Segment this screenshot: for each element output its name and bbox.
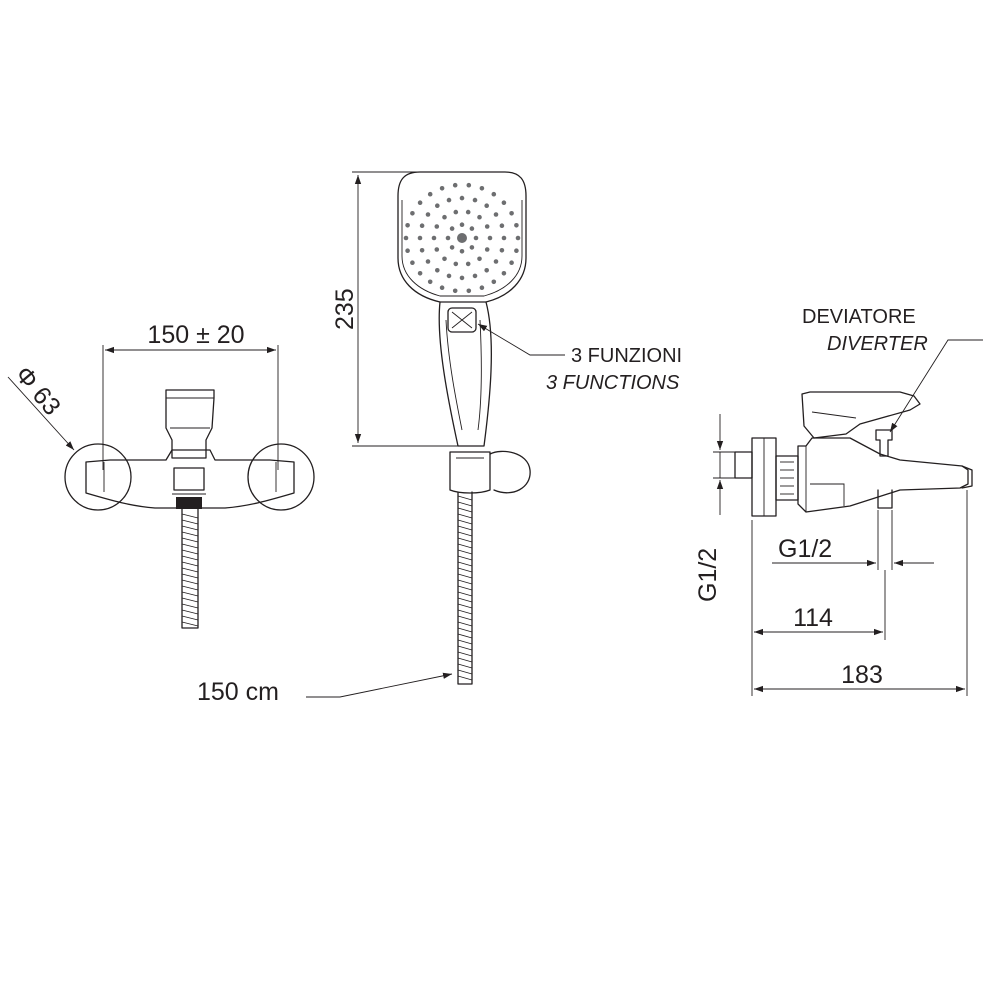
diverter-label-it: DEVIATORE: [802, 306, 916, 328]
diverter-label-en: DIVERTER: [827, 333, 928, 355]
inlet-thread-label: G1/2: [694, 548, 722, 602]
shower-height-label: 235: [331, 288, 359, 330]
depth-label: 114: [793, 604, 833, 632]
shower-hose-coils: [457, 495, 473, 681]
diverter-knob: [875, 429, 893, 457]
mixer-side-lever: [801, 391, 921, 439]
wall-flange: [751, 437, 777, 517]
outlet-thread-label: G1/2: [778, 535, 832, 563]
hand-shower-view: 235 3 FUNZIONI 3 FUNCTIONS 150 cm: [197, 171, 682, 706]
hose-length-label: 150 cm: [197, 678, 279, 706]
front-width-label: 150 ± 20: [147, 321, 244, 349]
side-view: DEVIATORE DIVERTER G1/2 G1/2 114 183: [694, 306, 983, 696]
front-view: 150 ± 20 Φ 63: [7, 321, 315, 629]
front-hose: [181, 508, 199, 629]
front-diameter-label: Φ 63: [9, 361, 66, 421]
shower-hose: [457, 491, 473, 685]
hose-nut: [176, 497, 202, 509]
shower-nozzles: [403, 182, 521, 294]
function-button: [447, 307, 477, 333]
functions-label-en: 3 FUNCTIONS: [546, 372, 680, 394]
mixer-side-body: [797, 437, 969, 513]
left-rosette: [64, 443, 132, 511]
shower-handle: [438, 301, 492, 447]
shower-holder: [449, 451, 491, 494]
mixer-lever: [165, 389, 215, 459]
mixer-body: [85, 449, 295, 509]
total-length-label: 183: [841, 661, 883, 689]
right-rosette: [247, 443, 315, 511]
functions-label-it: 3 FUNZIONI: [571, 345, 682, 367]
